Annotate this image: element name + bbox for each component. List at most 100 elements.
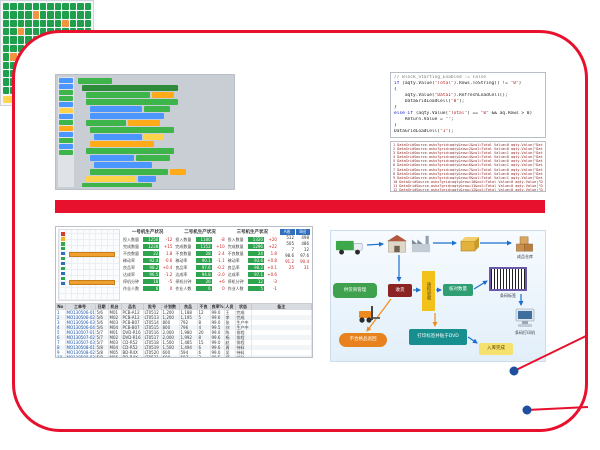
- table-header-cell: 良率%: [210, 304, 225, 310]
- metric-value: 98.2: [247, 265, 264, 270]
- table-header-cell: 工单号: [65, 304, 96, 310]
- row-marker: [61, 262, 65, 265]
- table-cell: MO130506-01: [65, 310, 96, 315]
- metric-label: 投入数量: [123, 236, 139, 242]
- table-cell: 排程: [235, 335, 252, 340]
- row-marker: [61, 247, 65, 250]
- log-line: 10 DataGridSource.ashx?grid=aqty&row=10&…: [393, 179, 543, 184]
- metric-value: 1250: [143, 237, 160, 242]
- mini-cell: 31: [303, 265, 309, 270]
- code-token: "0": [510, 81, 519, 86]
- table-cell: 99.0: [210, 340, 225, 345]
- table-cell: M05: [108, 350, 122, 355]
- metric-value: 26: [195, 279, 212, 284]
- table-cell: 597: [179, 355, 198, 357]
- status-button: [69, 3, 77, 11]
- metric-value: 96.5: [143, 272, 160, 277]
- table-header-cell: 计划数: [161, 304, 180, 310]
- metric-delta: -8: [220, 237, 225, 242]
- code-block: [86, 120, 126, 126]
- status-button: [10, 53, 17, 61]
- status-button: [32, 3, 40, 11]
- debug-log: 1 DataGridSource.ashx?grid=aqty&row=1&co…: [390, 141, 546, 192]
- table-cell: 吴: [224, 350, 236, 355]
- code-block: [90, 169, 168, 175]
- table-cell: 杨: [224, 335, 236, 340]
- table-cell: LT0517: [143, 335, 162, 340]
- status-button: [40, 19, 47, 28]
- table-cell: M04: [108, 345, 122, 350]
- code-block: [82, 85, 178, 91]
- log-line: 4 DataGridSource.ashx?grid=aqty&row=4&co…: [393, 155, 543, 160]
- code-block: [136, 155, 170, 161]
- metric-label: 达成率: [123, 271, 135, 277]
- code-token: ).RefreshLoadCell();: [453, 93, 508, 98]
- table-cell: 99.0: [210, 350, 225, 355]
- block-row: [76, 148, 232, 154]
- status-button: [10, 44, 17, 53]
- table-cell: [251, 355, 312, 357]
- metric-label: 不良数量: [227, 250, 244, 256]
- table-header-cell: 日期: [95, 304, 109, 310]
- metric-delta: -12: [165, 237, 173, 242]
- table-cell: 600: [161, 355, 180, 357]
- log-line: 1 DataGridSource.ashx?grid=aqty&row=1&co…: [393, 143, 543, 147]
- metric-value: 93.6: [247, 258, 264, 263]
- table-cell: 1,500: [161, 345, 180, 350]
- palette-block: [59, 132, 73, 137]
- table-cell: MO130508-01: [65, 345, 96, 350]
- table-header-cell: 良品: [179, 304, 198, 310]
- code-token: );: [448, 129, 454, 134]
- table-cell: [251, 350, 312, 355]
- log-line: 6 DataGridSource.ashx?grid=aqty&row=6&co…: [393, 163, 543, 168]
- status-button: [84, 3, 91, 11]
- row-marker: [61, 267, 65, 270]
- status-button: [69, 11, 77, 19]
- block-row: [76, 169, 232, 175]
- code-token: "Total": [448, 111, 468, 116]
- table-cell: MO130506-02: [65, 315, 96, 320]
- code-token: );: [459, 99, 465, 104]
- status-button: [3, 53, 10, 61]
- code-token: // Block_Starting_Enabled := False: [394, 75, 487, 80]
- metric-label: 完成数量: [227, 243, 244, 249]
- table-cell: M01: [108, 310, 122, 315]
- gantt-bar: [69, 252, 115, 257]
- metric-delta: -2.0: [216, 272, 225, 277]
- mini-cell: 91.2: [285, 259, 294, 264]
- code-line: {: [394, 87, 542, 93]
- print-label-box: 打印标签并贴于DVD: [409, 329, 467, 345]
- code-token: DataGridLoadCell(: [394, 99, 451, 104]
- debug-log-lines: 1 DataGridSource.ashx?grid=aqty&row=1&co…: [393, 143, 543, 191]
- status-button: [3, 78, 10, 86]
- printer-icon: [513, 307, 537, 329]
- status-button: [17, 19, 25, 28]
- block-row: [76, 85, 232, 91]
- metric-value: 18: [143, 279, 160, 284]
- metric-value: 1228: [143, 244, 160, 249]
- status-button: [77, 19, 84, 28]
- table-cell: 2,000: [161, 335, 180, 340]
- palette-block: [59, 138, 73, 143]
- metric-value: 97.6: [195, 265, 212, 270]
- table-cell: PCB-B07: [121, 325, 144, 330]
- metric-value: 22: [143, 251, 160, 256]
- table-cell: MO130506-04: [65, 325, 96, 330]
- table-cell: 5/6: [95, 325, 109, 330]
- status-button: [3, 3, 10, 11]
- table-cell: 1: [56, 310, 66, 315]
- palette-block: [59, 120, 73, 125]
- metric-delta: -0.2: [216, 265, 225, 270]
- status-button: [62, 3, 69, 11]
- table-cell: 2: [56, 315, 66, 320]
